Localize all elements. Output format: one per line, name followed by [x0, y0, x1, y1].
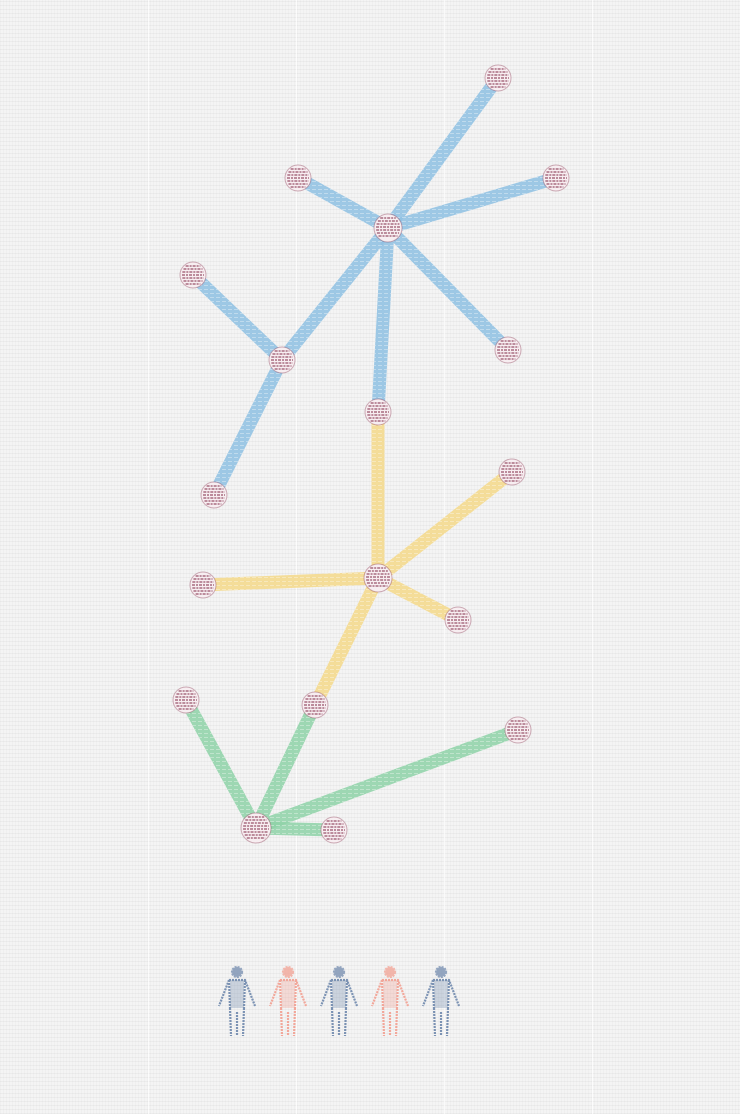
node-b-mid — [268, 346, 296, 374]
node-y-l — [189, 571, 217, 599]
edge-texture — [381, 71, 505, 235]
person-figure-icon — [421, 965, 461, 1037]
edge-texture — [308, 571, 385, 712]
edge-texture — [371, 221, 395, 419]
node-g-hub — [240, 812, 272, 844]
node-b-bl — [200, 481, 228, 509]
node-b-hub — [373, 213, 403, 243]
node-y-hub — [363, 563, 393, 593]
node-b-ll — [179, 261, 207, 289]
node-y-bl — [301, 691, 329, 719]
node-b-tr — [484, 64, 512, 92]
edge-texture — [381, 221, 515, 357]
edge-texture — [291, 171, 395, 235]
node-b-r — [542, 164, 570, 192]
node-b-br — [494, 336, 522, 364]
node-y-br — [444, 606, 472, 634]
edges-layer — [179, 71, 563, 837]
edge-texture — [371, 571, 465, 627]
person-figure-icon — [319, 965, 359, 1037]
edge-texture — [179, 693, 263, 835]
node-b-bot — [364, 398, 392, 426]
nodes-layer — [172, 64, 570, 844]
edge-texture — [275, 221, 395, 367]
edge-texture — [249, 723, 525, 835]
node-g-b — [320, 816, 348, 844]
background-divider — [296, 0, 297, 1114]
node-b-tl — [284, 164, 312, 192]
person-figure-icon — [370, 965, 410, 1037]
node-y-tr — [498, 458, 526, 486]
background-divider — [444, 0, 445, 1114]
edge-texture — [249, 698, 322, 835]
background-divider — [148, 0, 149, 1114]
node-g-r — [504, 716, 532, 744]
edge-texture — [207, 353, 289, 502]
edge-texture — [381, 171, 563, 235]
edge-texture — [186, 268, 289, 367]
person-figure-icon — [217, 965, 257, 1037]
person-figure-icon — [268, 965, 308, 1037]
node-g-tl — [172, 686, 200, 714]
edge-texture — [196, 571, 385, 592]
edge-texture — [371, 465, 519, 585]
background-divider — [592, 0, 593, 1114]
